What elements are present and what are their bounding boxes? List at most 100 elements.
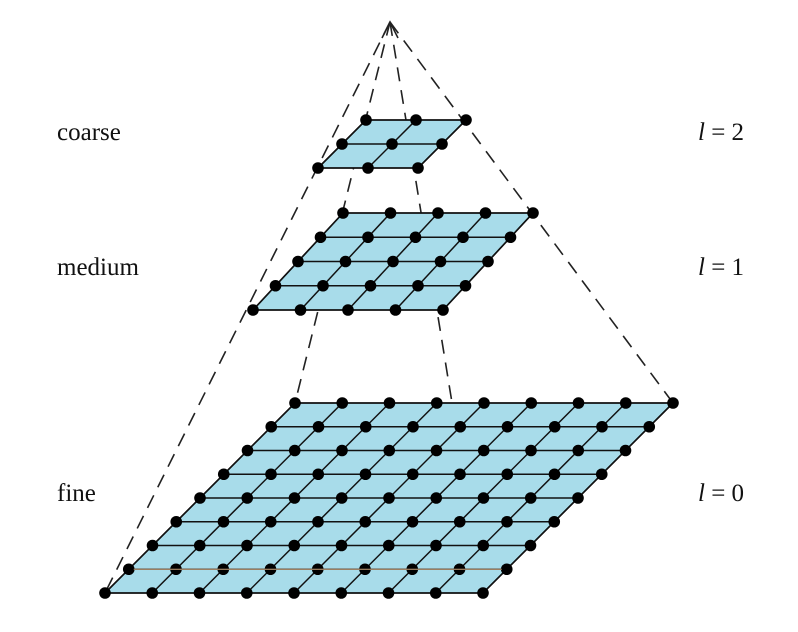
- fine-grid-node: [454, 420, 467, 433]
- fine-grid-node: [288, 539, 301, 552]
- fine-grid-node: [430, 444, 443, 457]
- medium-grid: [247, 207, 539, 316]
- fine-grid-node: [217, 515, 230, 528]
- medium-grid-node: [459, 279, 472, 292]
- fine-grid-node: [335, 492, 348, 504]
- level-value-0: = 0: [711, 480, 745, 507]
- fine-grid-node: [525, 444, 537, 457]
- medium-grid-node: [269, 279, 282, 292]
- medium-grid-node: [387, 255, 399, 268]
- fine-grid-node: [548, 515, 561, 528]
- medium-grid-node: [294, 304, 307, 316]
- medium-grid-node: [317, 279, 329, 292]
- medium-grid-node: [479, 207, 492, 219]
- fine-grid-node: [241, 444, 254, 457]
- fine-grid-node: [643, 420, 656, 433]
- fine-grid-node: [382, 587, 395, 599]
- fine-grid-node: [430, 397, 443, 409]
- coarse-grid-node: [362, 162, 374, 174]
- fine-grid: [99, 397, 679, 599]
- medium-grid-node: [362, 231, 374, 244]
- fine-grid-node: [572, 444, 585, 457]
- coarse-grid: [312, 114, 472, 174]
- medium-grid-node: [337, 207, 349, 219]
- fine-grid-node: [501, 515, 513, 528]
- fine-grid-node: [667, 397, 679, 409]
- fine-grid-node: [217, 468, 230, 481]
- fine-grid-node: [477, 587, 489, 599]
- fine-grid-node: [336, 397, 349, 409]
- level-symbol: l: [698, 480, 705, 507]
- fine-grid-node: [430, 492, 443, 504]
- label-coarse: coarse: [57, 119, 121, 146]
- fine-grid-node: [193, 587, 206, 599]
- fine-grid-node: [478, 397, 490, 409]
- fine-grid-node: [264, 515, 277, 528]
- fine-grid-node: [477, 444, 490, 457]
- medium-grid-node: [384, 207, 397, 219]
- coarse-grid-node: [436, 138, 448, 150]
- fine-grid-node: [619, 397, 632, 409]
- level-label-1: l = 1: [698, 255, 744, 280]
- fine-grid-node: [619, 444, 632, 457]
- fine-grid-node: [241, 539, 253, 552]
- coarse-grid-node: [312, 162, 324, 174]
- fine-grid-node: [336, 444, 348, 457]
- fine-grid-node: [359, 420, 372, 433]
- fine-grid-node: [501, 420, 514, 433]
- medium-grid-node: [389, 304, 402, 316]
- medium-grid-node: [437, 304, 449, 316]
- fine-grid-node: [335, 587, 348, 599]
- fine-grid-node: [288, 492, 301, 504]
- medium-grid-node: [432, 207, 444, 219]
- fine-grid-node: [240, 587, 253, 599]
- medium-grid-node: [342, 304, 354, 316]
- medium-grid-node: [409, 231, 422, 244]
- fine-grid-node: [383, 492, 395, 504]
- fine-grid-node: [193, 539, 206, 552]
- label-medium: medium: [57, 254, 139, 281]
- fine-grid-node: [312, 468, 325, 481]
- fine-grid-node: [548, 468, 561, 481]
- medium-grid-node: [314, 231, 327, 244]
- medium-grid-node: [292, 255, 304, 268]
- apex-mark: [381, 20, 399, 39]
- fine-grid-node: [146, 539, 159, 552]
- medium-grid-node: [364, 279, 377, 292]
- fine-grid-node: [241, 492, 254, 504]
- fine-grid-node: [99, 587, 111, 599]
- fine-grid-node: [359, 515, 372, 528]
- fine-grid-node: [194, 492, 206, 504]
- coarse-grid-node: [386, 138, 398, 150]
- fine-grid-node: [383, 444, 396, 457]
- fine-grid-node: [288, 587, 300, 599]
- fine-grid-node: [453, 515, 466, 528]
- level-value-2: = 2: [711, 119, 745, 146]
- fine-grid-node: [477, 492, 490, 504]
- fine-grid-node: [430, 539, 442, 552]
- fine-grid-node: [335, 539, 348, 552]
- medium-grid-node: [482, 255, 494, 268]
- coarse-grid-node: [412, 162, 424, 174]
- fine-grid-node: [524, 492, 537, 504]
- fine-grid-node: [406, 468, 419, 481]
- medium-grid-node: [339, 255, 352, 268]
- fine-grid-node: [122, 563, 135, 576]
- medium-grid-node: [504, 231, 517, 244]
- medium-grid-node: [247, 304, 259, 316]
- coarse-grid-node: [336, 138, 348, 150]
- fine-grid-node: [500, 563, 513, 576]
- fine-grid-node: [501, 468, 514, 481]
- level-label-2: l = 2: [698, 120, 744, 145]
- fine-grid-node: [548, 420, 561, 433]
- fine-grid-node: [524, 539, 537, 552]
- fine-grid-node: [407, 420, 419, 433]
- fine-grid-node: [572, 397, 585, 409]
- medium-grid-node: [457, 231, 469, 244]
- level-value-1: = 1: [711, 254, 745, 281]
- fine-grid-node: [265, 468, 277, 481]
- fine-grid-node: [289, 397, 301, 409]
- label-fine: fine: [57, 480, 96, 507]
- level-label-0: l = 0: [698, 481, 744, 506]
